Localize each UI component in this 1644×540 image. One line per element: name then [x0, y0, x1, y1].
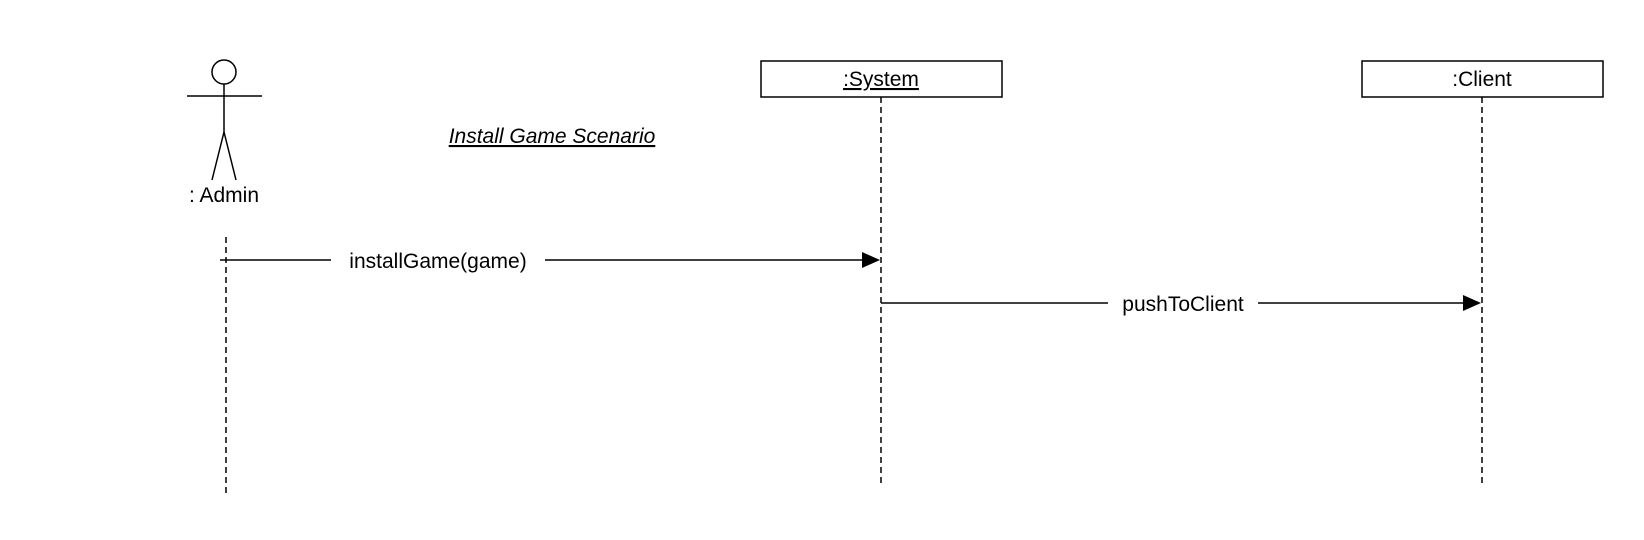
message-push-to-client-label: pushToClient [1122, 293, 1244, 316]
object-client-label: :Client [1452, 68, 1512, 91]
object-client: :Client [1361, 60, 1604, 98]
message-install-game-label-bg [331, 247, 545, 273]
actor-label: : Admin [189, 184, 259, 207]
object-system: :System [760, 60, 1003, 98]
object-client-box [1361, 60, 1604, 98]
actor-left-leg [211, 131, 225, 181]
message-install-game: installGame(game) [220, 247, 880, 273]
object-system-label: :System [843, 68, 919, 91]
message-push-to-client: pushToClient [881, 290, 1481, 316]
message-install-game-arrowhead [862, 252, 880, 268]
object-system-box [760, 60, 1003, 98]
message-push-to-client-arrowhead [1463, 295, 1481, 311]
actor-head [211, 59, 237, 85]
scenario-title: Install Game Scenario [449, 125, 656, 148]
message-install-game-label: installGame(game) [349, 250, 526, 273]
message-push-to-client-label-bg [1108, 290, 1258, 316]
actor-right-leg [223, 131, 237, 181]
actor-admin: : Admin [187, 59, 262, 207]
